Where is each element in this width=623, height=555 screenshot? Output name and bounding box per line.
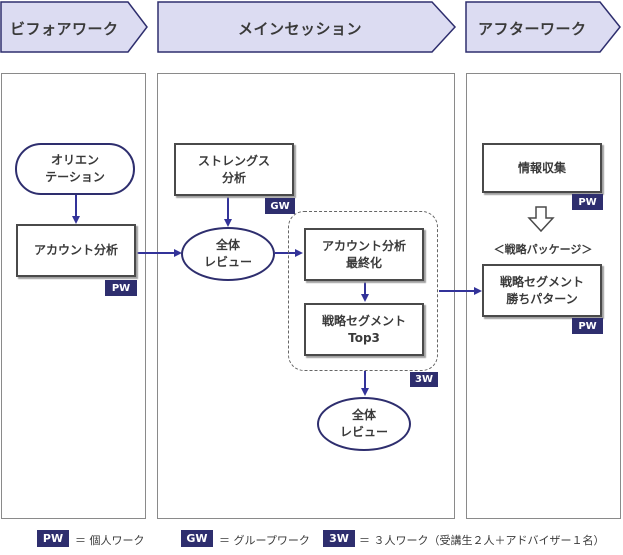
win-pattern-line1: 戦略セグメント	[499, 274, 584, 289]
phase-chevron-before	[0, 1, 148, 53]
strategy-top3-node: 戦略セグメント Top3	[304, 303, 424, 356]
hollow-down-arrow-icon	[527, 206, 555, 233]
legend-text-pw: ＝ 個人ワーク	[75, 534, 145, 547]
strategy-top3-line2: Top3	[348, 330, 380, 345]
win-pattern-line2: 勝ちパターン	[506, 291, 578, 306]
orientation-line1: オリエン	[50, 153, 99, 167]
win-pattern-tag-pw: PW	[572, 318, 603, 334]
review-1-node: 全体 レビュー	[181, 227, 275, 281]
account-analysis-node: アカウント分析	[16, 224, 136, 277]
account-final-line2: 最終化	[345, 255, 382, 270]
phase-main-label: メインセッション	[238, 20, 363, 38]
orientation-node: オリエン テーション	[15, 143, 135, 195]
legend-tag-pw: PW	[37, 530, 69, 547]
strength-analysis-line1: ストレングス	[197, 153, 270, 168]
three-person-group-frame	[288, 211, 438, 371]
account-final-node: アカウント分析 最終化	[304, 228, 424, 281]
review-2-line2: レビュー	[339, 425, 388, 439]
orientation-line2: テーション	[45, 170, 105, 184]
account-final-line1: アカウント分析	[321, 238, 406, 253]
review-2-node: 全体 レビュー	[317, 397, 411, 451]
group-tag-3w: 3W	[410, 372, 438, 387]
phase-chevron-main	[157, 1, 457, 53]
account-analysis-tag-pw: PW	[105, 280, 137, 296]
legend-text-3w: ＝ ３人ワーク（受講生２人＋アドバイザー１名）	[359, 534, 605, 547]
phase-chevrons	[0, 1, 621, 53]
strength-analysis-node: ストレングス 分析	[174, 143, 294, 196]
account-analysis-label: アカウント分析	[33, 243, 118, 257]
info-collect-node: 情報収集	[482, 143, 602, 193]
phase-before-label: ビフォアワーク	[10, 20, 119, 38]
phase-chevron-after	[465, 1, 621, 53]
win-pattern-node: 戦略セグメント 勝ちパターン	[482, 264, 602, 317]
strength-analysis-tag-gw: GW	[265, 198, 295, 214]
legend-text-gw: ＝ グループワーク	[219, 534, 310, 547]
info-collect-label: 情報収集	[517, 160, 566, 175]
review-1-line1: 全体	[215, 238, 240, 252]
strength-analysis-line2: 分析	[221, 170, 246, 185]
review-1-line2: レビュー	[203, 255, 252, 269]
review-2-line1: 全体	[351, 408, 376, 422]
legend-tag-3w: 3W	[323, 530, 355, 547]
strategy-top3-line1: 戦略セグメント	[321, 313, 406, 328]
phase-after-label: アフターワーク	[478, 20, 587, 38]
legend-tag-gw: GW	[181, 530, 213, 547]
info-collect-tag-pw: PW	[572, 194, 603, 210]
strategy-package-caption: ＜戦略パッケージ＞	[493, 243, 593, 256]
